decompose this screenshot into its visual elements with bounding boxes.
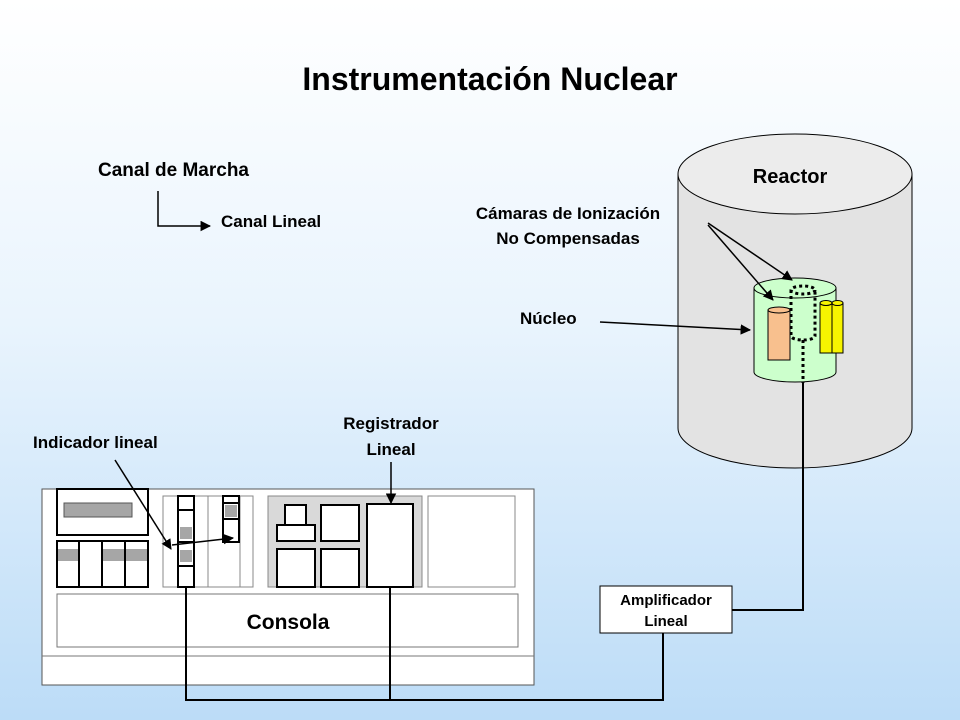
camaras-label-line2: No Compensadas xyxy=(496,229,640,248)
camaras-arrow-1 xyxy=(707,222,793,281)
registrador-label-line1: Registrador xyxy=(343,414,439,433)
nucleo-arrow xyxy=(599,321,752,335)
camaras-label-line1: Cámaras de Ionización xyxy=(476,204,660,223)
canal-lineal-label: Canal Lineal xyxy=(221,212,321,231)
signal-cable-console xyxy=(185,587,664,701)
page-title: Instrumentación Nuclear xyxy=(302,61,677,97)
consola-label: Consola xyxy=(247,611,330,634)
amplificador-box xyxy=(599,585,733,634)
nucleo-label: Núcleo xyxy=(520,309,577,328)
console xyxy=(41,488,535,686)
registrador-label-line2: Lineal xyxy=(366,440,415,459)
canal-marcha-label: Canal de Marcha xyxy=(98,160,249,181)
indicador-arrow-1 xyxy=(114,459,172,550)
indicador-arrow-2 xyxy=(171,533,235,546)
ionization-chamber-yellow xyxy=(819,300,844,354)
amplificador-label-line2: Lineal xyxy=(644,613,687,630)
reactor-label: Reactor xyxy=(753,166,828,188)
ionization-chamber-orange xyxy=(767,306,791,361)
indicador-label: Indicador lineal xyxy=(33,433,158,452)
camaras-arrow-2 xyxy=(707,224,774,301)
canal-connector xyxy=(157,191,212,232)
ionization-chamber-dotted xyxy=(789,284,817,383)
amplificador-label-line1: Amplificador xyxy=(620,592,712,609)
signal-cable-reactor xyxy=(732,383,804,611)
